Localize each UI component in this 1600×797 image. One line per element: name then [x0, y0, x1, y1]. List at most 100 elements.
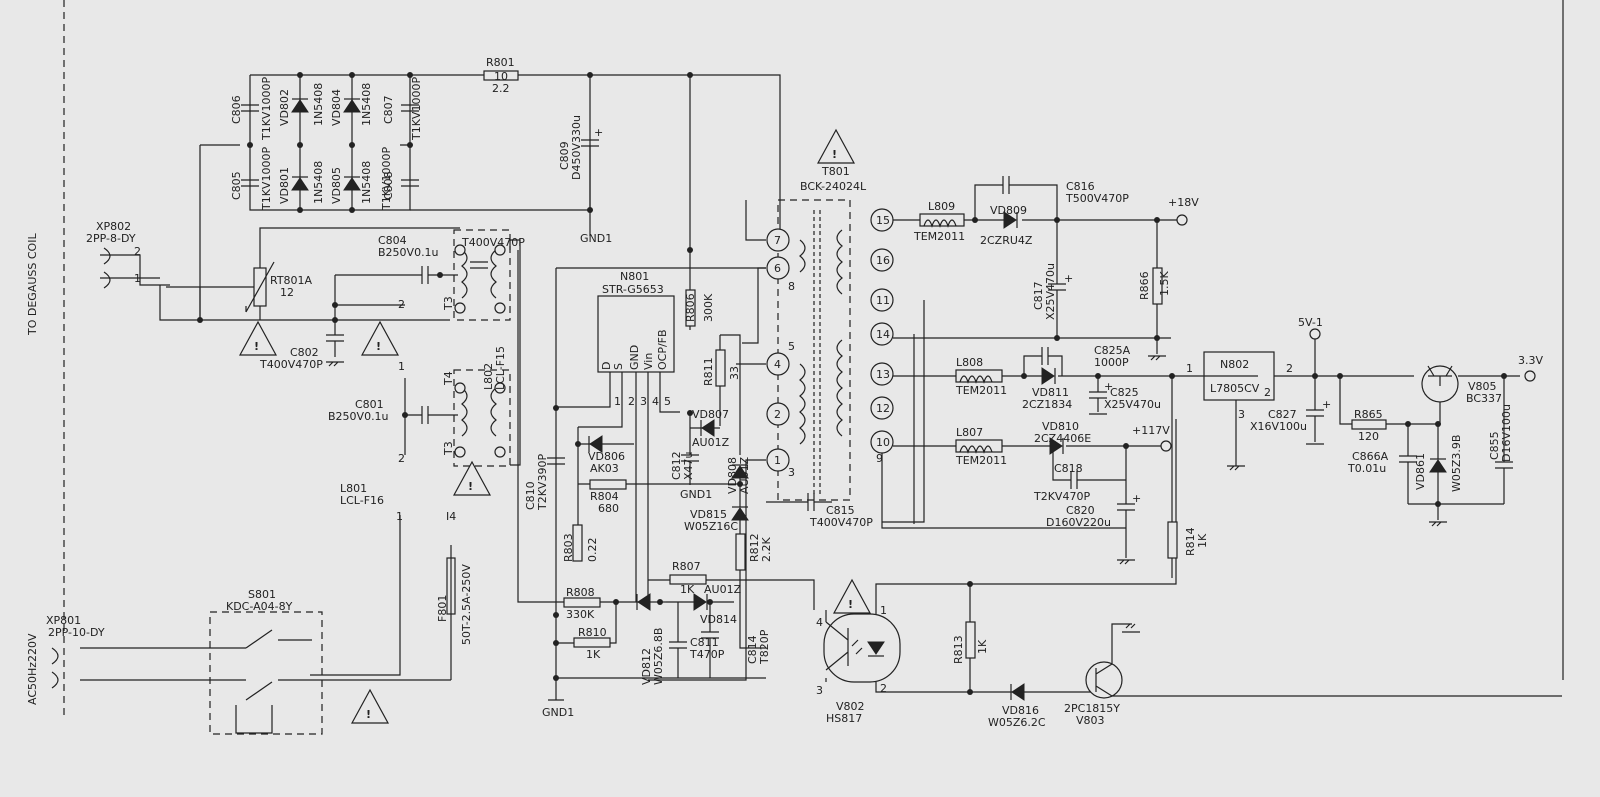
c812-capacitor: C812 X47u GND1: [670, 413, 712, 501]
c808-capacitor: C808 T1KV1000P: [380, 147, 419, 211]
svg-text:L808: L808: [956, 356, 983, 369]
svg-text:X25V470u: X25V470u: [1104, 398, 1161, 411]
svg-text:680: 680: [598, 502, 619, 515]
vd809-diode: VD809 2CZRU4Z: [980, 204, 1033, 247]
vd811-diode: VD811 2CZ1834: [1022, 367, 1072, 411]
r806-resistor: R806 300K: [684, 289, 715, 327]
svg-text:OCP/FB: OCP/FB: [656, 329, 669, 370]
svg-text:+: +: [1322, 398, 1331, 411]
svg-text:T2KV390P: T2KV390P: [536, 454, 549, 511]
v802-optocoupler: 4 3 1 2 V802 HS817: [816, 604, 901, 725]
svg-text:!: !: [254, 340, 259, 353]
svg-text:BC337: BC337: [1466, 392, 1502, 405]
c810-capacitor: C810 T2KV390P: [524, 454, 565, 511]
svg-text:!: !: [366, 708, 371, 721]
l808-inductor: L808 TEM2011: [955, 356, 1007, 397]
c807-capacitor: C807 T1KV1000P: [382, 77, 423, 141]
svg-text:N801: N801: [620, 270, 649, 283]
vd802-diode: VD802 1N5408: [278, 83, 325, 126]
svg-text:1000P: 1000P: [1094, 356, 1129, 369]
svg-text:1N5408: 1N5408: [360, 83, 373, 126]
svg-text:R808: R808: [566, 586, 595, 599]
svg-text:L802: L802: [482, 363, 495, 390]
svg-text:11: 11: [876, 294, 890, 307]
svg-text:STR-G5653: STR-G5653: [602, 283, 664, 296]
svg-text:GND1: GND1: [680, 488, 712, 501]
svg-text:VD810: VD810: [1042, 420, 1079, 433]
svg-text:12: 12: [280, 286, 294, 299]
svg-text:7: 7: [774, 234, 781, 247]
svg-text:2CZ4406E: 2CZ4406E: [1034, 432, 1091, 445]
svg-text:AU01Z: AU01Z: [692, 436, 730, 449]
s801-switch: S801 KDC-A04-8Y: [80, 588, 451, 735]
svg-text:W05Z6.8B: W05Z6.8B: [652, 628, 665, 685]
svg-text:!: !: [848, 598, 853, 611]
svg-text:T400V470P: T400V470P: [259, 358, 323, 371]
svg-text:C820: C820: [1066, 504, 1095, 517]
ac-input-label: AC50Hz220V: [26, 633, 39, 705]
svg-text:S801: S801: [248, 588, 276, 601]
svg-text:2PP-8-DY: 2PP-8-DY: [86, 232, 136, 245]
svg-text:R814: R814: [1184, 527, 1197, 556]
svg-text:1K: 1K: [1196, 533, 1209, 548]
svg-text:C809: C809: [558, 141, 571, 170]
r811-resistor: R811 33: [702, 349, 741, 387]
c804-capacitor: C804 B250V0.1u: [335, 234, 458, 284]
svg-text:R801: R801: [486, 56, 515, 69]
svg-text:T4: T4: [442, 371, 455, 386]
svg-text:+: +: [1132, 492, 1141, 505]
svg-text:2PP-10-DY: 2PP-10-DY: [48, 626, 105, 639]
c827-capacitor: + C827 X16V100u: [1250, 376, 1331, 445]
c817-capacitor: + C817 X25V470u: [1032, 220, 1073, 338]
svg-text:VD814: VD814: [700, 613, 737, 626]
svg-text:!: !: [376, 340, 381, 353]
svg-text:10: 10: [876, 436, 890, 449]
svg-text:GND: GND: [628, 345, 641, 370]
svg-text:2: 2: [1264, 386, 1271, 399]
svg-text:S: S: [612, 363, 625, 370]
svg-text:1: 1: [880, 604, 887, 617]
vd814-diode: VD814: [666, 593, 737, 626]
svg-text:T3: T3: [442, 296, 455, 311]
svg-text:C866A: C866A: [1352, 450, 1389, 463]
c806-capacitor: C806 T1KV1000P: [230, 77, 273, 141]
svg-text:N802: N802: [1220, 358, 1249, 371]
c818-capacitor: C818 T2KV470P: [1033, 446, 1126, 503]
svg-text:XP802: XP802: [96, 220, 131, 233]
svg-text:C814: C814: [746, 635, 759, 664]
svg-text:T0.01u: T0.01u: [1347, 462, 1386, 475]
r803-resistor: R803 0.22: [562, 524, 599, 562]
svg-text:3: 3: [816, 684, 823, 697]
svg-text:8: 8: [788, 280, 795, 293]
svg-text:R803: R803: [562, 533, 575, 562]
svg-text:1: 1: [396, 510, 403, 523]
svg-text:I4: I4: [446, 510, 456, 523]
svg-text:VD861: VD861: [1414, 453, 1427, 490]
c866a-capacitor: C866A T0.01u: [1347, 424, 1417, 504]
warning-icon: !: [350, 688, 390, 724]
svg-text:3: 3: [640, 395, 647, 408]
svg-text:1K: 1K: [976, 639, 989, 654]
svg-text:C806: C806: [230, 95, 243, 124]
svg-text:RT801A: RT801A: [270, 274, 313, 287]
svg-text:VD809: VD809: [990, 204, 1027, 217]
svg-text:F801: F801: [436, 595, 449, 622]
r808-resistor: R808 330K: [563, 586, 601, 621]
svg-text:330K: 330K: [566, 608, 595, 621]
svg-text:R812: R812: [748, 533, 761, 562]
r810-resistor: R810 1K: [573, 626, 611, 661]
svg-text:10: 10: [494, 70, 508, 83]
degauss-label: TO DEGAUSS COIL: [26, 233, 39, 336]
svg-text:Vin: Vin: [642, 353, 655, 370]
svg-text:R865: R865: [1354, 408, 1383, 421]
svg-text:TEM2011: TEM2011: [955, 454, 1007, 467]
svg-text:W05Z3.9B: W05Z3.9B: [1450, 435, 1463, 492]
svg-text:4: 4: [652, 395, 659, 408]
xp802-connector: XP802 2PP-8-DY 2 1: [86, 220, 170, 289]
svg-text:C801: C801: [355, 398, 384, 411]
svg-text:!: !: [832, 148, 837, 161]
svg-text:T2KV470P: T2KV470P: [1033, 490, 1090, 503]
c815-capacitor: C815 T400V470P: [766, 493, 873, 529]
svg-text:C811: C811: [690, 636, 719, 649]
vd815-zener: VD815 W05Z16C: [684, 506, 749, 533]
